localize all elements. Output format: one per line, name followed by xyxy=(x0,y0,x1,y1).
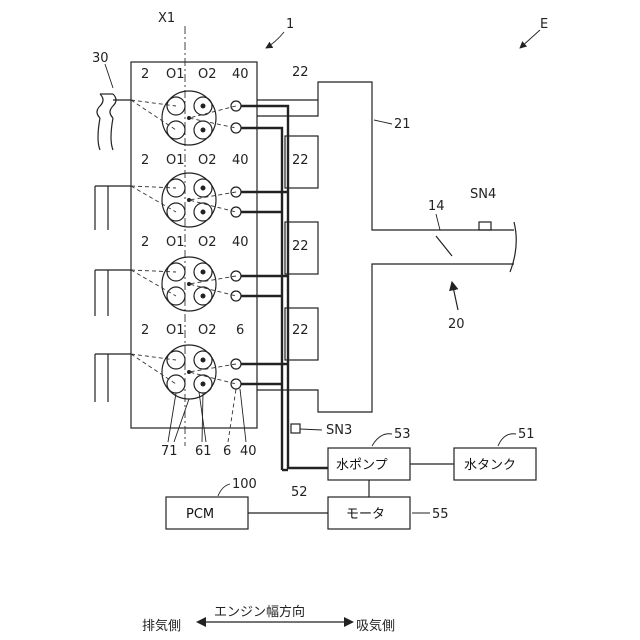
system-ref-arrow xyxy=(520,30,540,48)
svg-text:O2: O2 xyxy=(198,67,217,82)
svg-text:40: 40 xyxy=(232,235,249,250)
svg-text:O1: O1 xyxy=(166,67,185,82)
sensor-sn3-label: SN3 xyxy=(326,423,352,438)
exhaust-pipes xyxy=(95,94,131,402)
pump-ref-leader xyxy=(372,434,392,446)
throttle-ref-leader xyxy=(436,214,440,230)
water-tank-label: 水タンク xyxy=(464,458,516,473)
pcm-label: PCM xyxy=(186,507,214,522)
pcm-ref-leader xyxy=(218,484,230,496)
intake-ref-label: 20 xyxy=(448,317,465,332)
runner-label-2: 22 xyxy=(292,239,309,254)
pcm-ref-label: 100 xyxy=(232,477,257,492)
svg-text:O2: O2 xyxy=(198,153,217,168)
direction-arrow-right-head xyxy=(344,617,354,627)
svg-text:6: 6 xyxy=(223,444,231,459)
motor-ref-label: 55 xyxy=(432,507,449,522)
svg-text:O2: O2 xyxy=(198,323,217,338)
throttle-valve xyxy=(436,236,452,256)
svg-text:40: 40 xyxy=(232,67,249,82)
pump-ref-label: 53 xyxy=(394,427,411,442)
direction-title: エンジン幅方向 xyxy=(214,604,305,620)
svg-text:2: 2 xyxy=(141,153,149,168)
tank-ref-label: 51 xyxy=(518,427,535,442)
sensor-sn3 xyxy=(291,424,300,433)
runner-label-3: 22 xyxy=(292,323,309,338)
manifold-ref-label: 21 xyxy=(394,117,411,132)
svg-text:O1: O1 xyxy=(166,323,185,338)
motor-label: モータ xyxy=(346,507,385,522)
svg-text:O1: O1 xyxy=(166,235,185,250)
sensor-sn4 xyxy=(479,222,491,230)
exhaust-ref-label: 30 xyxy=(92,51,109,66)
runner-label-1: 22 xyxy=(292,153,309,168)
pipe-ref-label: 52 xyxy=(291,485,308,500)
cylinder-1: 2 O1 O2 40 xyxy=(131,67,249,145)
runner-label-top: 22 xyxy=(292,65,309,80)
direction-arrow-left-head xyxy=(196,617,206,627)
bottom-refs: 71 61 6 40 xyxy=(161,389,257,459)
cylinder-4: 2 O1 O2 6 xyxy=(131,323,244,399)
engine-ref-leader xyxy=(266,32,284,48)
throttle-ref-label: 14 xyxy=(428,199,445,214)
intake-flow-arrow xyxy=(452,282,458,310)
svg-text:6: 6 xyxy=(236,323,244,338)
water-pump-label: 水ポンプ xyxy=(336,458,388,473)
engine-ref-label: 1 xyxy=(286,17,294,32)
svg-text:61: 61 xyxy=(195,444,212,459)
exhaust-ref-leader xyxy=(105,64,113,88)
svg-text:71: 71 xyxy=(161,444,178,459)
axis-x1-label: X1 xyxy=(158,11,175,26)
svg-text:2: 2 xyxy=(141,67,149,82)
cylinder-2: 2 O1 O2 40 xyxy=(131,153,249,227)
svg-text:2: 2 xyxy=(141,235,149,250)
system-ref-label: E xyxy=(540,17,548,32)
sensor-sn4-label: SN4 xyxy=(470,187,496,202)
tank-ref-leader xyxy=(498,434,516,446)
direction-right: 吸気側 xyxy=(356,618,395,634)
svg-text:O1: O1 xyxy=(166,153,185,168)
cylinder-3: 2 O1 O2 40 xyxy=(131,235,249,311)
svg-text:40: 40 xyxy=(240,444,257,459)
svg-text:40: 40 xyxy=(232,153,249,168)
direction-left: 排気側 xyxy=(142,618,181,634)
manifold-ref-leader xyxy=(374,120,392,124)
svg-text:2: 2 xyxy=(141,323,149,338)
sensor-sn3-leader xyxy=(300,429,322,430)
svg-text:O2: O2 xyxy=(198,235,217,250)
